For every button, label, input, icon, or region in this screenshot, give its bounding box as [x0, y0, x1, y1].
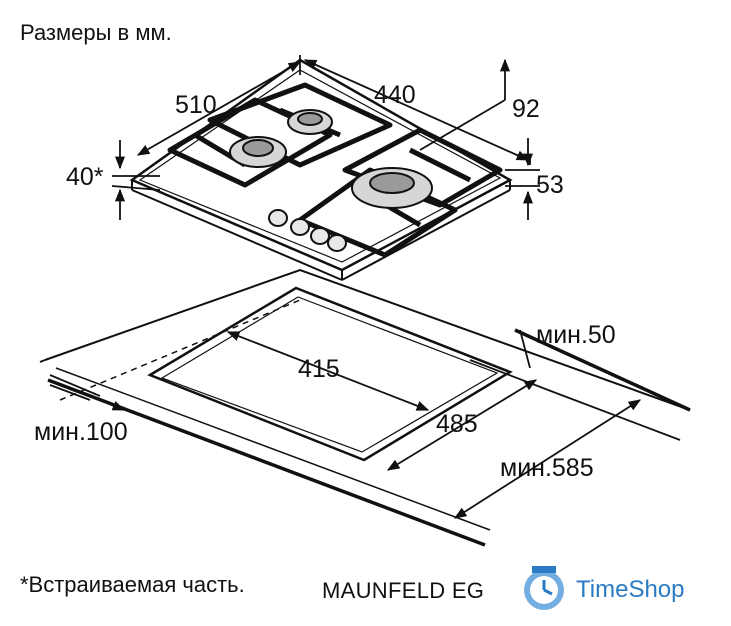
dim-height-label: 53: [536, 171, 564, 199]
model-name: MAUNFELD EG: [322, 578, 485, 603]
dim-depth-label: 440: [374, 81, 416, 109]
dim-cutout-width-label: 415: [298, 355, 340, 383]
knob-3: [310, 227, 330, 245]
knob-4: [327, 234, 347, 252]
knob-2: [290, 218, 310, 236]
dimensions-title: Размеры в мм.: [20, 20, 172, 45]
built-in-footnote: *Встраиваемая часть.: [20, 572, 245, 597]
dim-min-50-label: мин.50: [536, 321, 616, 349]
dim-min-585-label: мин.585: [500, 454, 594, 482]
dim-built-in-label: 40*: [66, 163, 104, 191]
timeshop-watermark: TimeShop: [516, 562, 716, 618]
brand-name: TimeShop: [576, 576, 685, 603]
dim-knob-offset-label: 92: [512, 95, 540, 123]
hob-dimension-lines: [111, 55, 540, 220]
dim-width-label: 510: [175, 91, 217, 119]
cutout-dimension-lines: [49, 329, 681, 519]
control-knobs: [268, 209, 347, 252]
knob-1: [268, 209, 288, 227]
timeshop-clock-icon: [524, 566, 564, 610]
dim-min-100-label: мин.100: [34, 418, 128, 446]
cutout-opening: [147, 286, 513, 462]
dim-cutout-depth-label: 485: [436, 410, 478, 438]
